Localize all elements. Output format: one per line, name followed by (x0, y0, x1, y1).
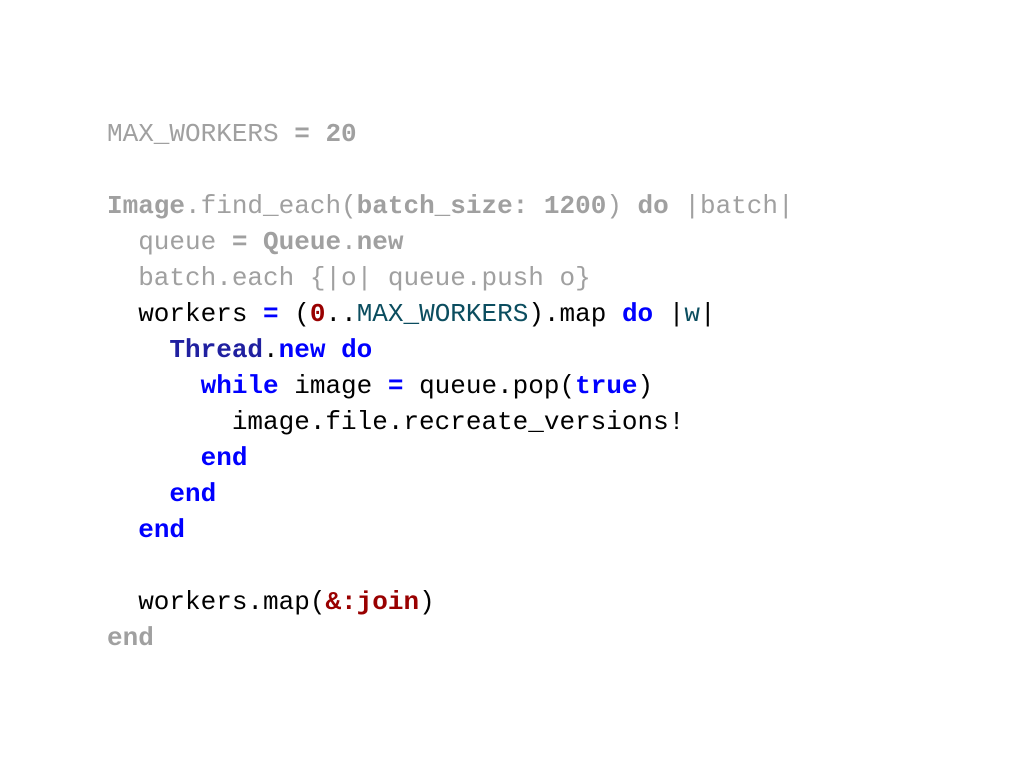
code-token: |batch| (668, 191, 794, 221)
code-token: w (684, 299, 700, 329)
code-token (107, 335, 169, 365)
code-token: ) (606, 191, 638, 221)
code-token (325, 335, 341, 365)
code-token: MAX_WORKERS (356, 299, 529, 329)
code-token (247, 227, 263, 257)
code-token: ) (419, 587, 435, 617)
code-token: = (231, 227, 248, 257)
code-line: image.file.recreate_versions! (107, 404, 794, 440)
code-token: .find_each( (185, 191, 357, 221)
code-token: ).map (528, 299, 622, 329)
code-line: end (107, 512, 794, 548)
code-token (107, 443, 201, 473)
code-token: queue (107, 227, 232, 257)
code-token: MAX_WORKERS (107, 119, 295, 149)
code-token: . (263, 335, 279, 365)
code-token (310, 119, 326, 149)
code-token: = (294, 119, 310, 149)
code-token: ) (637, 371, 654, 401)
code-token: do (621, 299, 654, 329)
code-token: queue.pop( (403, 371, 576, 401)
code-line: end (107, 476, 794, 512)
code-token: end (138, 515, 186, 545)
code-token (107, 371, 201, 401)
code-line (107, 152, 794, 188)
code-block: MAX_WORKERS = 20 Image.find_each(batch_s… (107, 116, 794, 656)
code-token (528, 191, 544, 221)
code-token: &:join (325, 587, 420, 617)
code-token: Image (107, 191, 186, 221)
code-token: = (387, 371, 404, 401)
code-token: Queue (263, 227, 342, 257)
code-token: .. (325, 299, 357, 329)
code-token: ( (278, 299, 310, 329)
code-token: end (200, 443, 248, 473)
code-token: true (575, 371, 638, 401)
code-line: Image.find_each(batch_size: 1200) do |ba… (107, 188, 794, 224)
code-token: while (200, 371, 279, 401)
code-token: . (341, 227, 357, 257)
code-token: workers.map( (107, 587, 326, 617)
code-token: 20 (325, 119, 357, 149)
code-token: do (637, 191, 669, 221)
code-token: new (278, 335, 326, 365)
code-line: batch.each {|o| queue.push o} (107, 260, 794, 296)
code-token: 0 (309, 299, 326, 329)
code-token: = (263, 299, 279, 329)
code-token: 1200 (543, 191, 607, 221)
code-line: end (107, 620, 794, 656)
code-line: MAX_WORKERS = 20 (107, 116, 794, 152)
code-token: Thread (169, 335, 264, 365)
code-line (107, 548, 794, 584)
code-token: batch_size: (356, 191, 529, 221)
code-token: end (107, 623, 154, 653)
code-token: | (700, 299, 716, 329)
code-line: queue = Queue.new (107, 224, 794, 260)
code-line: end (107, 440, 794, 476)
code-token: do (341, 335, 373, 365)
code-line: Thread.new do (107, 332, 794, 368)
code-token (107, 479, 169, 509)
code-token: image (278, 371, 388, 401)
code-token: workers (107, 299, 264, 329)
code-token: new (356, 227, 404, 257)
code-token: image.file.recreate_versions! (107, 407, 685, 437)
code-line: while image = queue.pop(true) (107, 368, 794, 404)
code-line: workers.map(&:join) (107, 584, 794, 620)
code-token: | (653, 299, 685, 329)
code-token: end (169, 479, 217, 509)
code-token: batch.each {|o| queue.push o} (107, 263, 591, 293)
code-token (107, 515, 138, 545)
code-line: workers = (0..MAX_WORKERS).map do |w| (107, 296, 794, 332)
